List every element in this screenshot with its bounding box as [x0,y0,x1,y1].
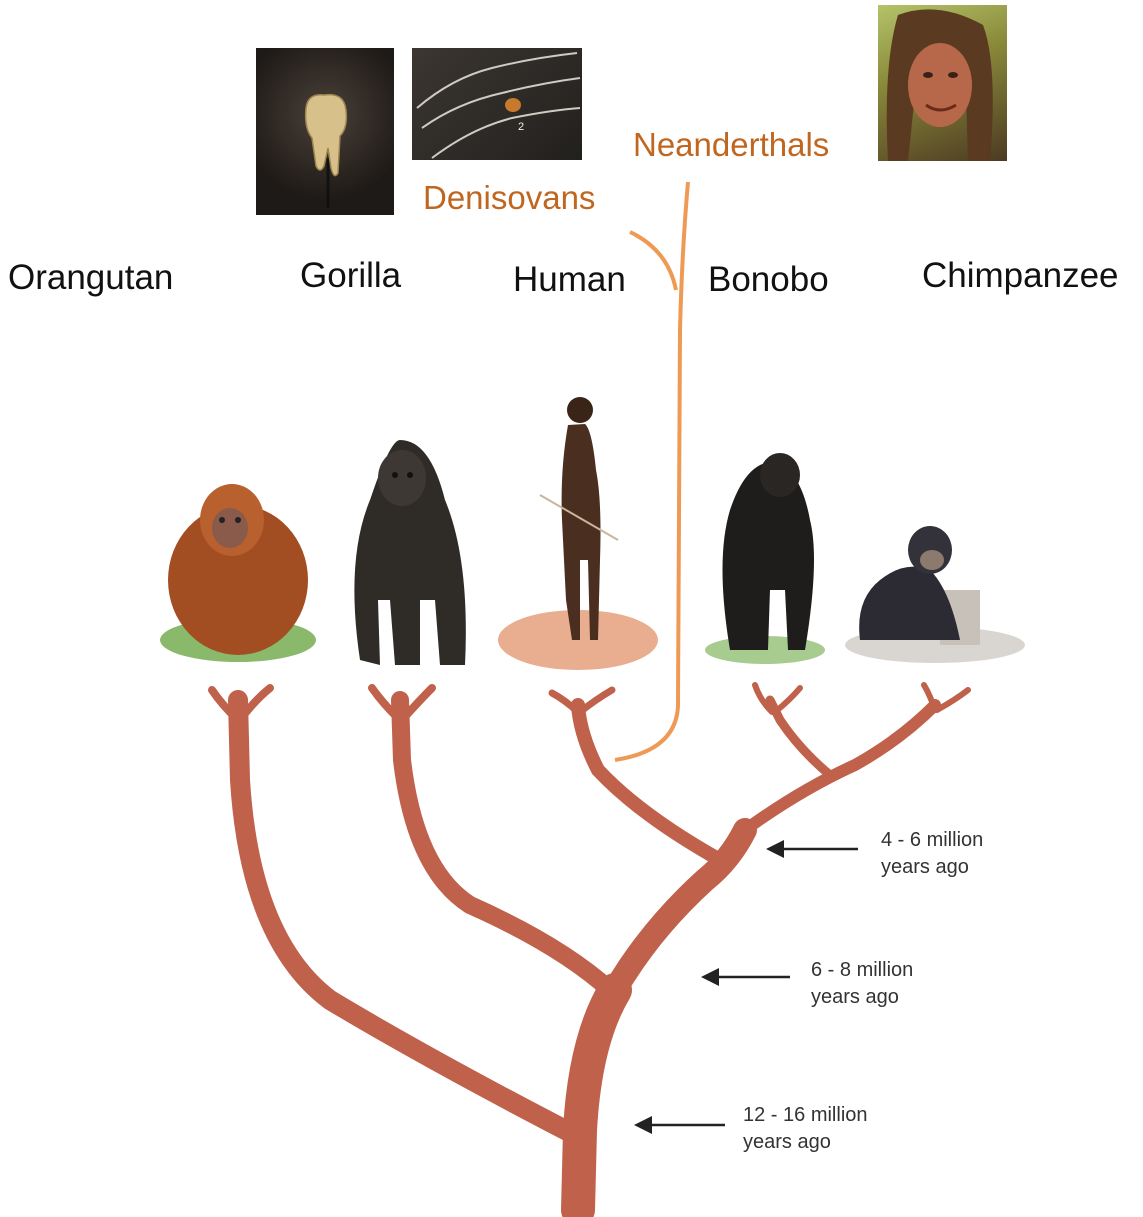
twig-human-right [580,690,612,712]
twig-chimp-right [937,690,968,710]
hominin-branch-line [615,182,688,760]
divergence-label-3: 12 - 16 million years ago [743,1102,868,1156]
branch-human [578,705,720,860]
tree-trunk [578,990,615,1210]
human-image [498,397,658,670]
divergence-2-line2: years ago [811,984,913,1011]
label-human: Human [513,260,626,300]
divergence-1-line2: years ago [881,854,983,881]
arrow-head-2 [701,968,719,986]
label-neanderthals: Neanderthals [633,126,829,164]
branch-gorilla [400,700,610,990]
chimpanzee-image [845,526,1025,663]
arrow-head-3 [634,1116,652,1134]
label-gorilla: Gorilla [300,256,401,296]
arrow-head-1 [766,840,784,858]
divergence-label-2: 6 - 8 million years ago [811,957,913,1011]
divergence-1-line1: 4 - 6 million [881,827,983,854]
orangutan-image [160,484,316,662]
bonobo-image [705,453,825,664]
label-orangutan: Orangutan [8,258,173,298]
gorilla-image [354,440,465,665]
denisovan-branch-line [630,232,676,290]
label-denisovans: Denisovans [423,179,595,217]
divergence-label-1: 4 - 6 million years ago [881,827,983,881]
twig-bonobo-right [775,688,800,712]
branch-hominini [615,830,745,990]
branch-pan [745,705,935,830]
divergence-3-line2: years ago [743,1129,868,1156]
label-chimpanzee: Chimpanzee [922,256,1119,296]
divergence-2-line1: 6 - 8 million [811,957,913,984]
divergence-3-line1: 12 - 16 million [743,1102,868,1129]
label-bonobo: Bonobo [708,260,829,300]
